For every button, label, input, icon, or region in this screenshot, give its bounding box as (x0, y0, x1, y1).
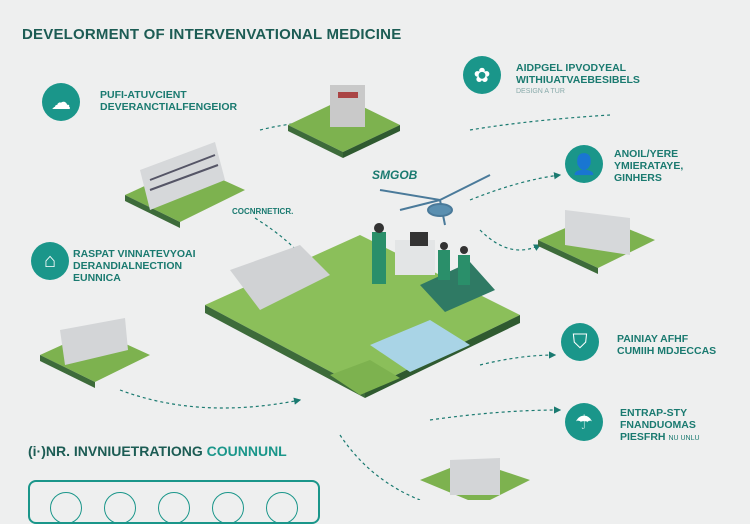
panel-circle-icon[interactable] (50, 492, 82, 524)
panel-circle-icon[interactable] (104, 492, 136, 524)
panel-circle-icon[interactable] (212, 492, 244, 524)
drone (379, 174, 491, 226)
callout-line: DERANDIALNECTION (73, 260, 183, 272)
callout-line: RASPAT VINNATEVYOAI (73, 248, 196, 260)
callout-line: ANOIL/YERE (614, 148, 679, 160)
callout-sub: DESIGN A TUR (516, 88, 565, 95)
tile-top-building (288, 85, 400, 158)
tile-right-building (538, 210, 655, 274)
organ-icon: ✿ (463, 56, 501, 94)
callout-4: RASPAT VINNATEVYOAI DERANDIALNECTION EUN… (73, 248, 196, 284)
panel-circle-icon[interactable] (266, 492, 298, 524)
tile-left-building (125, 142, 245, 228)
bottom-title-b: COUNNUNL (206, 443, 287, 459)
callout-line: FNANDUOMAS (620, 419, 696, 431)
callout-5: PAINIAY AFHF CUMIIH MDJECCAS (617, 333, 716, 357)
callout-line: YMIERATAYE, (614, 160, 684, 172)
callout-line: CUMIIH MDJECCAS (617, 345, 717, 357)
central-platform (205, 223, 520, 398)
page-title: DEVELORMENT OF INTERVENVATIONAL MEDICINE (22, 26, 402, 43)
bottom-title-a: (i·)NR. INVNIUETRATIONG (28, 443, 203, 459)
team-icon: ☂ (565, 403, 603, 441)
tile-bottom-right (420, 458, 530, 500)
callout-line: AIDPGEL IPVODYEAL (516, 62, 627, 74)
bottom-panel (28, 480, 320, 524)
callout-line: PUFI-ATUVCIENT (100, 89, 187, 101)
callout-line: WITHIUATVAEBESIBELS (516, 74, 640, 86)
doctor-icon: 👤 (565, 145, 603, 183)
callout-line: EUNNICA (73, 272, 121, 284)
dome-icon: ⌂ (31, 242, 69, 280)
callout-6: ENTRAP-STY FNANDUOMAS PIESFRH NU UNLU (620, 407, 700, 445)
callout-line: ENTRAP-STY (620, 407, 688, 419)
connector-label: COCNRNETICR. (232, 207, 294, 216)
callout-sub: NU UNLU (668, 435, 700, 442)
callout-line: PAINIAY AFHF (617, 333, 689, 345)
panel-circle-icon[interactable] (158, 492, 190, 524)
cloud-device-icon: ☁ (42, 83, 80, 121)
callout-2: AIDPGEL IPVODYEAL WITHIUATVAEBESIBELS DE… (516, 62, 640, 98)
callout-line: PIESFRH (620, 431, 666, 443)
tile-left-lower (40, 318, 150, 388)
bottom-section-title: (i·)NR. INVNIUETRATIONG COUNNUNL (28, 443, 287, 459)
city-illustration (40, 85, 655, 500)
callout-line: DEVERANCTIALFENGEIOR (100, 101, 238, 113)
center-label: SMGOB (372, 168, 418, 182)
hospital-bed-icon: ⛉ (561, 323, 599, 361)
tile-bottom-left (330, 360, 400, 395)
callout-1: PUFI-ATUVCIENT DEVERANCTIALFENGEIOR (100, 89, 237, 113)
callout-3: ANOIL/YERE YMIERATAYE, GINHERS (614, 148, 683, 184)
callout-line: GINHERS (614, 172, 662, 184)
